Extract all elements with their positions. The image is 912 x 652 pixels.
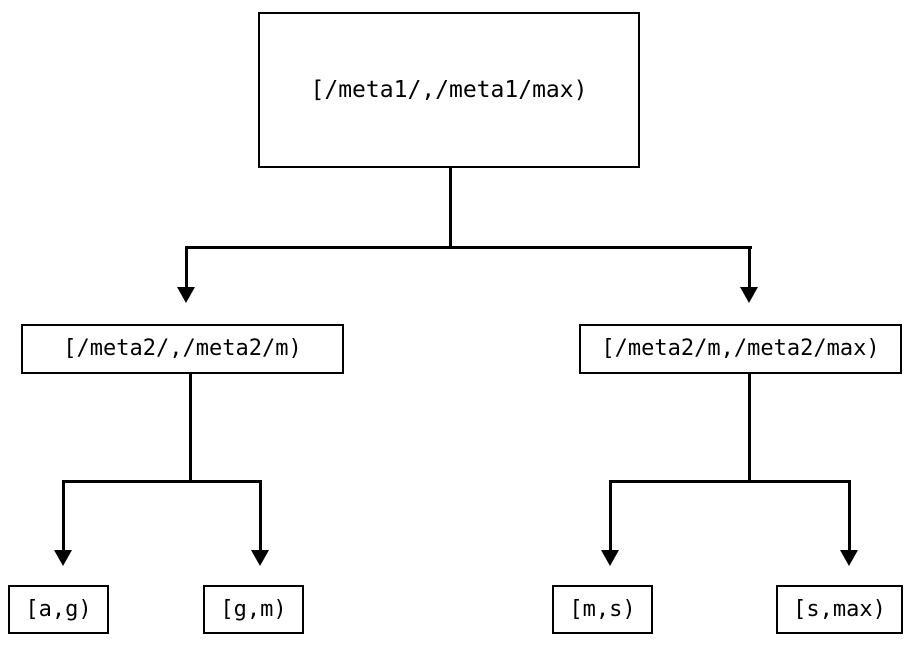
node-level2-right[interactable]: [/meta2/m,/meta2/max) — [579, 324, 902, 374]
edge-level2-right-to-leaf-s-max-drop — [848, 480, 851, 550]
edge-level2-left-stem — [189, 374, 192, 482]
edge-root-stem — [449, 168, 452, 248]
node-leaf-m-s-label: [m,s) — [569, 596, 636, 622]
node-leaf-s-max-label: [s,max) — [793, 596, 886, 622]
edge-level2-left-to-leaf-a-g-drop — [62, 480, 65, 550]
node-root[interactable]: [/meta1/,/meta1/max) — [258, 12, 640, 168]
arrowhead-root-to-level2-right-icon — [740, 287, 758, 303]
node-leaf-g-m[interactable]: [g,m) — [203, 585, 304, 634]
edge-root-horizontal-bar — [186, 246, 752, 249]
node-leaf-a-g-label: [a,g) — [25, 596, 92, 622]
edge-root-to-level2-right-drop — [748, 246, 751, 287]
edge-level2-left-horizontal-bar — [63, 480, 262, 483]
node-leaf-s-max[interactable]: [s,max) — [776, 585, 903, 634]
arrowhead-to-leaf-a-g-icon — [54, 550, 72, 566]
edge-root-to-level2-left-drop — [185, 246, 188, 287]
node-leaf-m-s[interactable]: [m,s) — [552, 585, 653, 634]
edge-level2-right-to-leaf-m-s-drop — [609, 480, 612, 550]
edge-level2-right-stem — [748, 374, 751, 482]
arrowhead-root-to-level2-left-icon — [177, 287, 195, 303]
arrowhead-to-leaf-s-max-icon — [840, 550, 858, 566]
arrowhead-to-leaf-g-m-icon — [251, 550, 269, 566]
node-level2-left-label: [/meta2/,/meta2/m) — [63, 336, 302, 361]
edge-level2-left-to-leaf-g-m-drop — [259, 480, 262, 550]
arrowhead-to-leaf-m-s-icon — [601, 550, 619, 566]
node-root-label: [/meta1/,/meta1/max) — [310, 76, 588, 103]
node-level2-right-label: [/meta2/m,/meta2/max) — [601, 336, 880, 361]
edge-level2-right-horizontal-bar — [610, 480, 851, 483]
node-level2-left[interactable]: [/meta2/,/meta2/m) — [21, 324, 344, 374]
node-leaf-g-m-label: [g,m) — [220, 596, 287, 622]
node-leaf-a-g[interactable]: [a,g) — [8, 585, 109, 634]
